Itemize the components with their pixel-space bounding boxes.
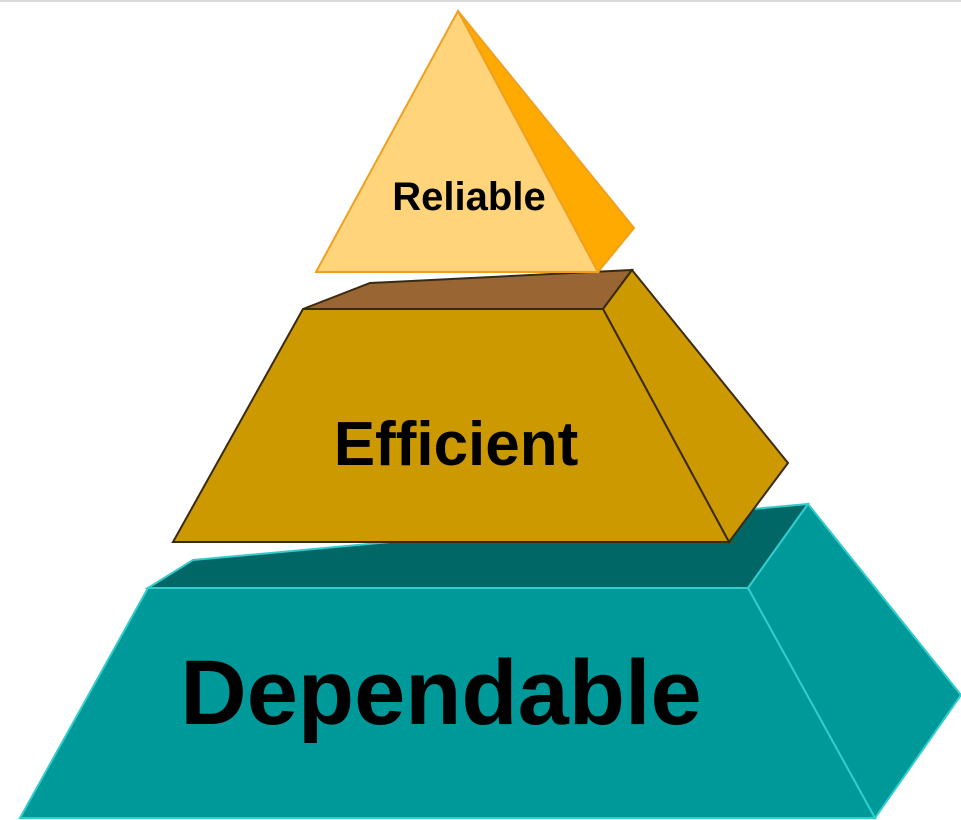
tier-efficient: Efficient <box>171 268 790 544</box>
tier-efficient-label: Efficient <box>334 410 579 479</box>
tier-reliable: Reliable <box>314 8 636 274</box>
tier-reliable-label: Reliable <box>392 175 545 219</box>
tier-reliable-front-face <box>314 8 600 273</box>
top-divider <box>0 0 961 2</box>
tier-dependable-front-face <box>18 587 877 819</box>
tier-dependable: Dependable <box>18 502 961 820</box>
tier-efficient-front-face <box>171 308 731 543</box>
tier-dependable-label: Dependable <box>180 642 701 744</box>
tier-efficient-top-face <box>302 268 635 310</box>
